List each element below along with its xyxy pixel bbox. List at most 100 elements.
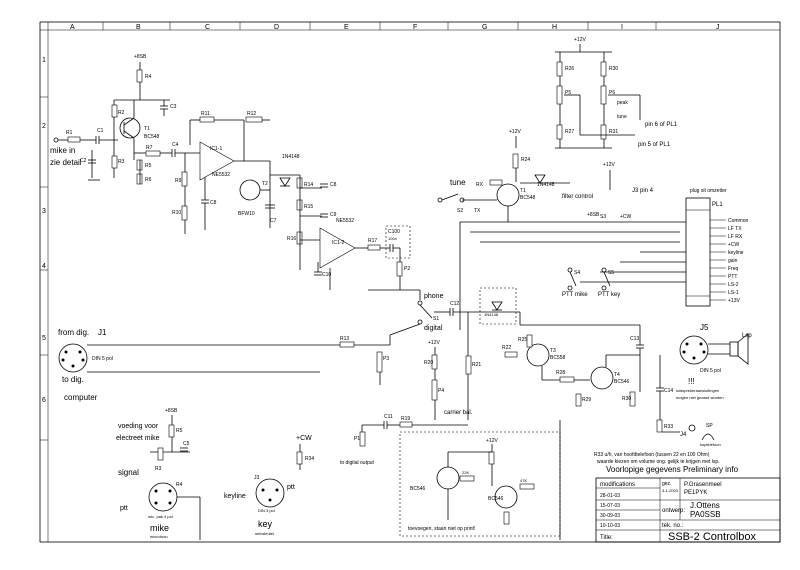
svg-text:T3: T3 (550, 348, 556, 354)
svg-text:pin 6 of PL1: pin 6 of PL1 (645, 122, 678, 128)
col-I: I (621, 24, 623, 31)
svg-text:R5: R5 (176, 428, 183, 434)
svg-text:NE5532: NE5532 (336, 218, 354, 224)
drawing-frame (39, 21, 781, 543)
svg-text:R2: R2 (118, 110, 125, 116)
resistor-r26 (556, 61, 563, 77)
switch-s1[interactable] (419, 304, 433, 319)
transistor-t4 (526, 343, 550, 367)
pot-p2 (396, 261, 403, 277)
grid-rows: 1 2 3 4 5 6 (40, 22, 49, 542)
switch-s4[interactable] (569, 271, 577, 287)
resistor-r12 (245, 116, 263, 123)
svg-text:from dig.: from dig. (58, 328, 89, 337)
resistor-r7 (145, 150, 161, 157)
svg-text:PL1: PL1 (712, 202, 723, 208)
resistor-r24 (512, 153, 519, 169)
label-ptt-key: PTT key (598, 292, 620, 298)
svg-text:ontwerp:: ontwerp: (662, 508, 685, 514)
drawing-title: SSB-2 Controlbox (668, 531, 757, 543)
svg-text:R29: R29 (582, 397, 591, 403)
svg-text:phone: phone (424, 293, 444, 300)
svg-text:mike: mike (150, 523, 169, 533)
pl1-pin-5: gain (728, 258, 738, 264)
pot-p6 (600, 85, 607, 105)
svg-text:R27: R27 (565, 129, 574, 135)
svg-text:peak: peak (617, 100, 628, 106)
svg-text:J3: J3 (254, 475, 260, 481)
svg-text:Title:: Title: (600, 535, 613, 541)
svg-text:filter control: filter control (562, 194, 593, 200)
svg-text:keyline: keyline (224, 493, 246, 500)
j2-mike-connector: R4 ptt mic. pak 4 pol mike microfoon (120, 482, 201, 540)
svg-text:modifications: modifications (600, 482, 635, 488)
resistor-r15 (296, 199, 303, 211)
switch-s5[interactable] (603, 271, 611, 287)
svg-text:T1: T1 (144, 126, 150, 132)
resistor-r27 (556, 124, 563, 140)
svg-text:TX: TX (474, 208, 481, 214)
pot-p3 (376, 351, 383, 373)
diode-d3 (491, 301, 503, 311)
row-5: 5 (42, 335, 46, 342)
pl1-pin-1: LF TX (728, 226, 742, 232)
switch-s2[interactable] (441, 193, 459, 201)
pl1-pin-7: PTT (728, 274, 737, 280)
j4-jack-icon (688, 424, 696, 432)
svg-text:J1: J1 (98, 328, 107, 337)
svg-text:BC546: BC546 (410, 486, 426, 492)
phone-digital-switch: phone digital S1 C12 (389, 293, 520, 345)
svg-text:BC546: BC546 (488, 496, 504, 502)
svg-text:BC546: BC546 (614, 379, 630, 385)
resistor-r1 (67, 136, 81, 143)
pot-p4 (431, 379, 438, 401)
svg-text:3-1-2003: 3-1-2003 (662, 488, 679, 493)
svg-text:ptt: ptt (120, 505, 128, 512)
label-mike-in: mike in (50, 146, 75, 155)
svg-text:J3 pin 4: J3 pin 4 (632, 188, 654, 194)
resistor-r18 (339, 341, 355, 348)
resistor-r25 (526, 334, 533, 348)
label-ptt-mike: PTT mike (562, 292, 588, 298)
svg-text:R10: R10 (172, 210, 181, 216)
resistor-r17 (367, 244, 381, 251)
svg-text:R7: R7 (146, 145, 153, 151)
pl1-pin-3: +CW (728, 242, 740, 248)
svg-text:10-10-03: 10-10-03 (600, 523, 620, 529)
voorlopige-note: Voorlopige gegevens Preliminary info (606, 465, 739, 474)
svg-text:P2: P2 (404, 266, 410, 272)
svg-text:C10: C10 (322, 272, 331, 278)
svg-text:R21: R21 (472, 362, 481, 368)
svg-text:R33: R33 (664, 424, 673, 430)
transistor-t5 (590, 366, 614, 390)
svg-text:BFW10: BFW10 (238, 211, 255, 217)
resistor-r29 (575, 393, 582, 407)
pl1-pin-8: LS-2 (728, 282, 739, 288)
svg-text:C14: C14 (664, 388, 673, 394)
row-2: 2 (42, 123, 46, 130)
resistor-r6 (136, 173, 143, 185)
col-C: C (205, 24, 210, 31)
resistor-r34 (296, 451, 303, 465)
svg-text:SP: SP (706, 423, 713, 429)
svg-text:R12: R12 (247, 111, 256, 117)
svg-text:BC548: BC548 (520, 195, 536, 201)
speaker-icon (729, 341, 739, 357)
added-section: BC546 +12V 22K BC546 47K toevoegen, staa… (399, 431, 561, 537)
svg-text:luidsprekeraansluitingen: luidsprekeraansluitingen (676, 388, 719, 393)
svg-text:R16: R16 (287, 236, 296, 242)
svg-text:C8: C8 (330, 182, 337, 188)
svg-text:BC548: BC548 (144, 134, 160, 140)
resistor-r16 (296, 231, 303, 245)
svg-text:Lsp: Lsp (742, 333, 752, 339)
c100-added-box (385, 225, 411, 259)
svg-text:C2: C2 (80, 158, 87, 164)
col-H: H (552, 24, 557, 31)
resistor-r23 (504, 351, 518, 358)
resistor-r14 (296, 177, 303, 189)
svg-text:+12V: +12V (486, 438, 498, 444)
svg-text:R6: R6 (145, 177, 152, 183)
pl1-pin-0: Common (728, 218, 749, 224)
diode-d3-added-box (479, 287, 517, 325)
svg-text:R4: R4 (145, 74, 152, 80)
